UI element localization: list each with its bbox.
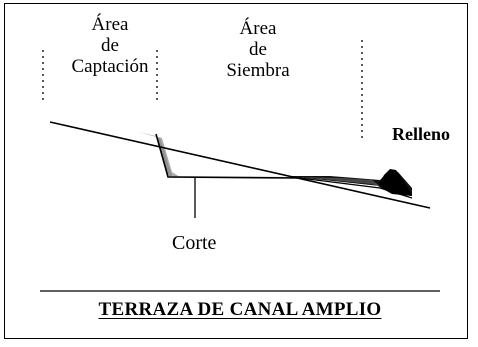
diagram-title: TERRAZA DE CANAL AMPLIO: [98, 299, 382, 320]
catchment-line-1: Área: [91, 14, 129, 35]
seeding-line-2: de: [249, 39, 267, 60]
catchment-area-label: Área de Captación: [58, 14, 162, 77]
cut-label: Corte: [172, 232, 217, 254]
fill-texture: [300, 177, 380, 186]
diagram-frame: [4, 3, 468, 339]
catchment-line-2: de: [101, 35, 119, 56]
fill-shading: [286, 170, 412, 196]
seeding-line-1: Área: [239, 18, 277, 39]
original-slope: [49, 121, 431, 209]
seeding-area-label: Área de Siembra: [206, 18, 310, 81]
fill-surface: [299, 177, 413, 199]
fill-label: Relleno: [392, 124, 450, 144]
catchment-line-3: Captación: [71, 56, 149, 77]
seeding-line-3: Siembra: [226, 60, 290, 81]
cut-texture: [144, 133, 180, 177]
terrace-profile: [155, 133, 301, 179]
fill-mound: [378, 169, 412, 196]
